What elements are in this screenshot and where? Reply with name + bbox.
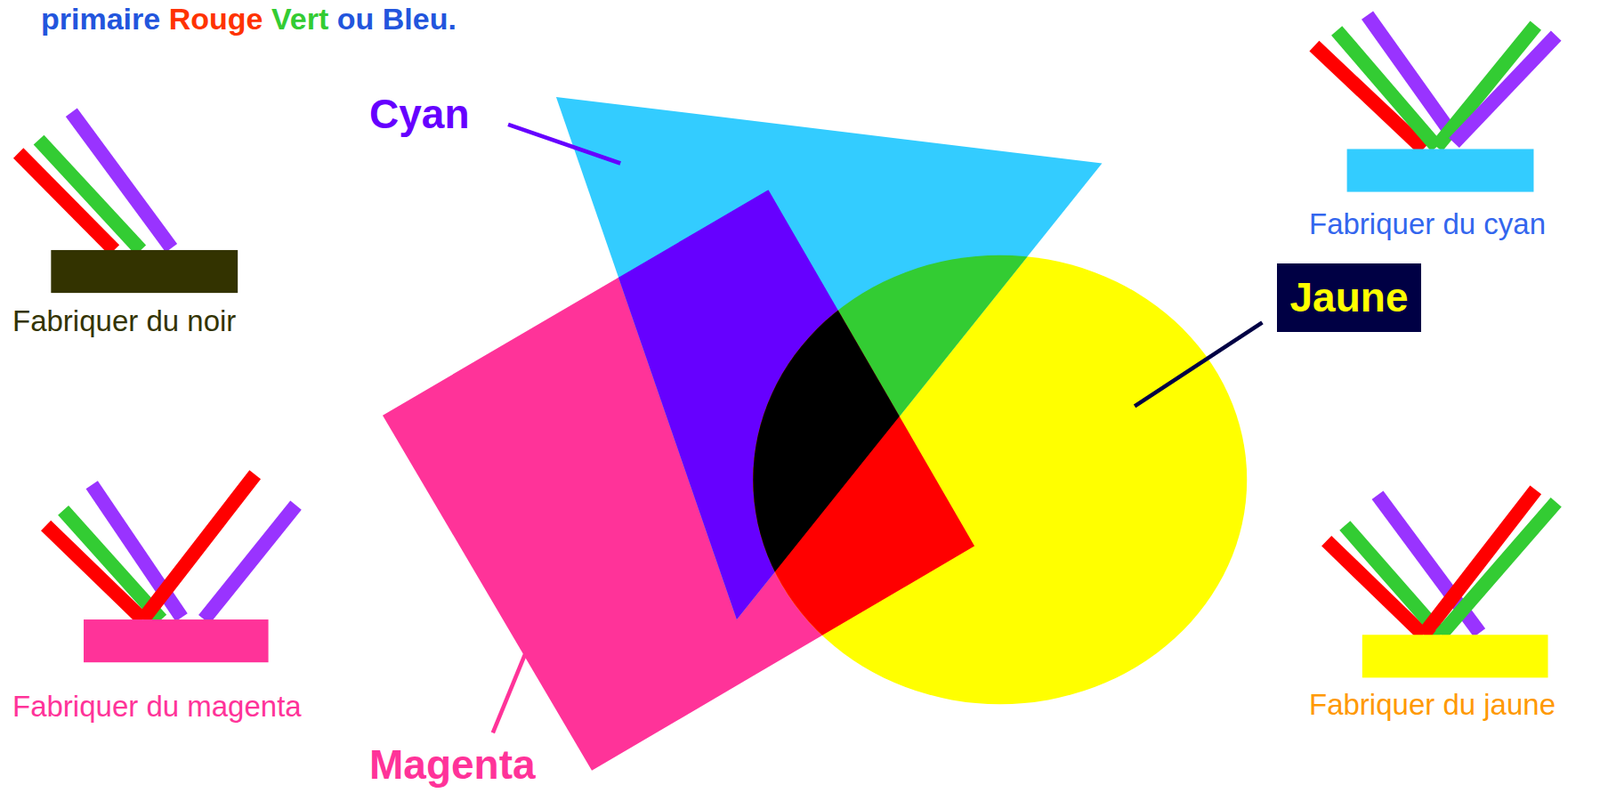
- heading-word: primaire: [40, 1, 161, 36]
- heading-word: ou Bleu.: [337, 1, 457, 36]
- magenta-maker-icon: [46, 474, 297, 663]
- icon-caption: Fabriquer du cyan: [1309, 208, 1546, 241]
- red-overlap: [382, 189, 975, 770]
- heading-word: Rouge: [169, 1, 264, 36]
- leader-line: [492, 653, 526, 733]
- cyan-maker-icon: [1314, 15, 1557, 192]
- black-overlap: [556, 96, 1102, 620]
- leader-line: [1134, 322, 1262, 406]
- black-maker-icon: [18, 112, 239, 293]
- color-name: Cyan: [369, 91, 469, 138]
- color-name: Magenta: [369, 743, 536, 785]
- icon-caption: Fabriquer du jaune: [1309, 688, 1556, 721]
- heading-line: primaireRougeVertou Bleu.: [40, 1, 465, 37]
- heading-word: Vert: [271, 1, 329, 36]
- leader-line: [508, 124, 621, 164]
- icon-caption: Fabriquer du noir: [12, 305, 236, 338]
- yellow-maker-icon: [1326, 489, 1557, 678]
- color-name-box: Jaune: [1276, 263, 1422, 332]
- icon-caption: Fabriquer du magenta: [12, 690, 302, 723]
- box-label: Jaune: [1290, 274, 1409, 321]
